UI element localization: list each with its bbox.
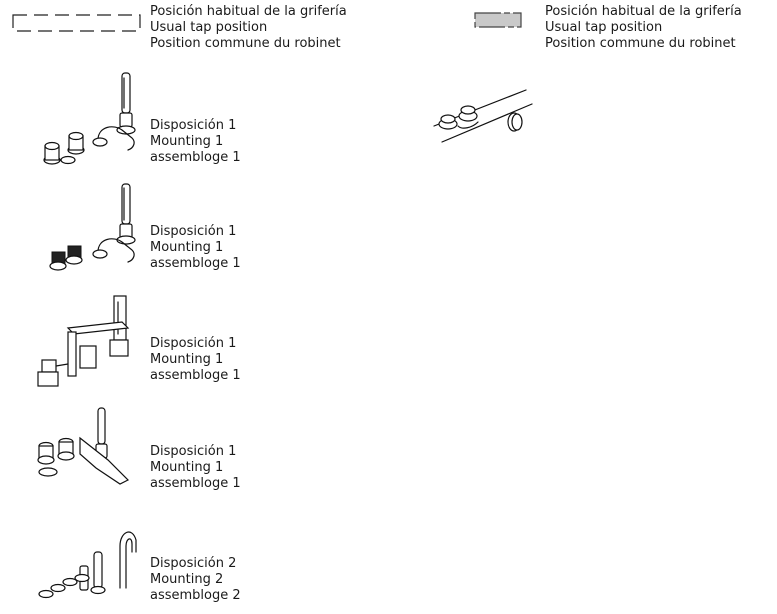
entry-2-line-es: Disposición 1 (150, 224, 237, 239)
bath-mixer-round-handles-icon (43, 72, 136, 165)
legend-2-line-en: Usual tap position (545, 20, 663, 35)
entry-3-text: Disposición 1 Mounting 1 assembloge 1 (150, 336, 270, 384)
legend-2-line-fr: Position commune du robinet (545, 36, 736, 51)
entry-2-line-fr: assembloge 1 (150, 256, 241, 271)
entry-5-line-es: Disposición 2 (150, 556, 237, 571)
entry-2-line-en: Mounting 1 (150, 240, 224, 255)
dashed-rectangle-icon (12, 14, 141, 32)
entry-1-text: Disposición 1 Mounting 1 assembloge 1 (150, 118, 270, 166)
bath-mixer-cascade-spout-icon (37, 407, 130, 485)
entry-3-line-en: Mounting 1 (150, 352, 224, 367)
legend-1-line-fr: Position commune du robinet (150, 36, 341, 51)
grey-rectangle-icon (474, 12, 522, 28)
deck-mounted-controls-icon (433, 89, 533, 143)
legend-1-text: Posición habitual de la grifería Usual t… (150, 4, 390, 52)
entry-4-line-es: Disposición 1 (150, 444, 237, 459)
entry-4-line-fr: assembloge 1 (150, 476, 241, 491)
legend-2-line-es: Posición habitual de la grifería (545, 4, 742, 19)
legend-2-text: Posición habitual de la grifería Usual t… (545, 4, 777, 52)
entry-1-line-es: Disposición 1 (150, 118, 237, 133)
entry-2-text: Disposición 1 Mounting 1 assembloge 1 (150, 224, 270, 272)
entry-4-line-en: Mounting 1 (150, 460, 224, 475)
legend-1-line-en: Usual tap position (150, 20, 268, 35)
entry-5-line-fr: assembloge 2 (150, 588, 241, 603)
legend-1-line-es: Posición habitual de la grifería (150, 4, 347, 19)
entry-3-line-es: Disposición 1 (150, 336, 237, 351)
entry-5-line-en: Mounting 2 (150, 572, 224, 587)
entry-1-line-en: Mounting 1 (150, 134, 224, 149)
entry-4-text: Disposición 1 Mounting 1 assembloge 1 (150, 444, 270, 492)
bath-mixer-knurled-handles-icon (49, 183, 136, 271)
entry-5-text: Disposición 2 Mounting 2 assembloge 2 (150, 556, 270, 604)
entry-3-line-fr: assembloge 1 (150, 368, 241, 383)
entry-1-line-fr: assembloge 1 (150, 150, 241, 165)
bath-mixer-swan-neck-icon (38, 531, 137, 599)
bath-mixer-square-icon (37, 295, 130, 387)
